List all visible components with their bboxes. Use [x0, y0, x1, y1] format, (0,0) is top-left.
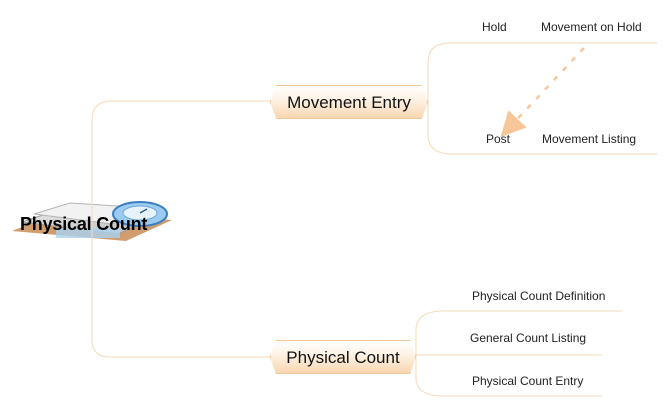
flow-arrow	[500, 47, 585, 138]
branch-physical-count-label: Physical Count	[286, 348, 400, 367]
branch-movement-entry-label: Movement Entry	[287, 93, 411, 112]
physical-count-connectors	[415, 310, 622, 397]
root-connectors	[91, 100, 272, 358]
root-icon	[12, 201, 172, 241]
leaf-physical-count-definition[interactable]: Physical Count Definition	[472, 289, 606, 303]
clipboard-icon	[56, 228, 120, 238]
leaf-movement-listing[interactable]: Movement Listing	[542, 132, 637, 146]
leaf-post[interactable]: Post	[486, 132, 511, 146]
leaf-physical-count-entry[interactable]: Physical Count Entry	[472, 374, 584, 388]
leaf-movement-on-hold[interactable]: Movement on Hold	[541, 20, 642, 34]
leaf-general-count-listing[interactable]: General Count Listing	[470, 331, 587, 345]
branch-movement-entry[interactable]: Movement Entry	[270, 85, 428, 119]
branch-physical-count[interactable]: Physical Count	[270, 340, 416, 374]
root-topic-label[interactable]: Physical Count	[20, 214, 148, 234]
movement-entry-connectors	[427, 42, 657, 155]
leaf-hold[interactable]: Hold	[482, 20, 507, 34]
